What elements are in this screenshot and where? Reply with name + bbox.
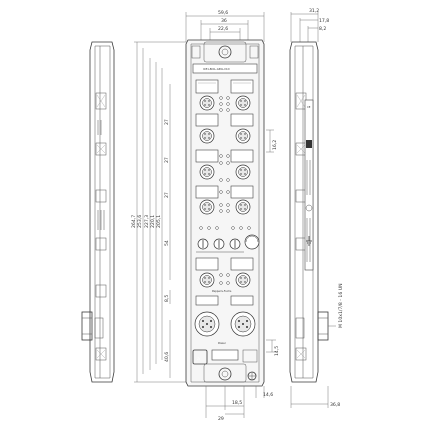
vertical-dimensions: 264,7 253,6 227,3 220,1 205,1 27 27 27 5…: [131, 41, 186, 383]
dim-lower-gap: 14,5: [274, 346, 280, 356]
dim-right-depth-3: 8,2: [319, 26, 326, 32]
bottom-dimensions: 18,5 29: [205, 386, 245, 422]
bottom-area: a: [192, 349, 258, 383]
dim-top-inner: 22,6: [218, 26, 228, 32]
dim-right-depth-2: 17,8: [319, 18, 329, 24]
dim-top-span: 36: [221, 18, 227, 24]
front-view: ICE1-8IOL-G65L-V1D: [185, 39, 265, 387]
dim-pitch-4: 54: [164, 240, 170, 246]
power-connectors: Power: [194, 311, 256, 345]
brand-label: Pepperl+Fuchs: [212, 289, 232, 293]
left-side-view: [81, 41, 115, 383]
dim-bottom-1: 18,5: [232, 400, 242, 406]
dim-pitch-2: 27: [164, 157, 170, 163]
dim-bottom-2: 29: [218, 416, 224, 422]
dim-pitch-1: 27: [164, 119, 170, 125]
ground-icon: [306, 236, 312, 246]
top-dimensions: 59,6 36 22,6: [185, 10, 265, 42]
dim-hole-spacing: 16,2: [272, 140, 278, 150]
dim-pitch-6: 40,6: [164, 352, 170, 362]
rotary-switch-area: [196, 226, 260, 253]
dim-side-offset: 14,6: [263, 392, 273, 398]
right-side-view: 31,2 17,8 8,2 CE: [289, 8, 344, 408]
model-label: ICE1-8IOL-G65L-V1D: [203, 67, 230, 71]
ce-mark-icon: CE: [307, 105, 311, 109]
port-group-2: [195, 149, 254, 182]
dim-right-depth-1: 31,2: [309, 8, 319, 14]
power-label: Power: [218, 341, 227, 345]
port-group-3: [195, 185, 254, 215]
dim-height-2: 253,6: [137, 215, 143, 228]
dim-height-3: 227,3: [144, 215, 150, 228]
front-right-dimensions: 16,2 14,5 14,6: [255, 129, 280, 398]
dim-thread: M 10x1/7/8 - 16 UN: [338, 283, 344, 328]
dim-pitch-3: 27: [164, 192, 170, 198]
dim-pitch-5: 8,5: [164, 295, 170, 302]
dim-height-4: 220,1: [150, 215, 156, 228]
dim-height-total: 264,7: [131, 215, 137, 228]
ul-mark-icon: [305, 204, 313, 212]
port-group-1: [195, 79, 254, 144]
dim-height-5: 205,1: [156, 215, 162, 228]
port-group-4: Pepperl+Fuchs: [195, 257, 254, 306]
dim-bottom-right: 36,8: [330, 402, 340, 408]
logo-letter: a: [197, 357, 200, 362]
dim-top-width: 59,6: [218, 10, 228, 16]
brand-logo-icon: [306, 140, 312, 148]
